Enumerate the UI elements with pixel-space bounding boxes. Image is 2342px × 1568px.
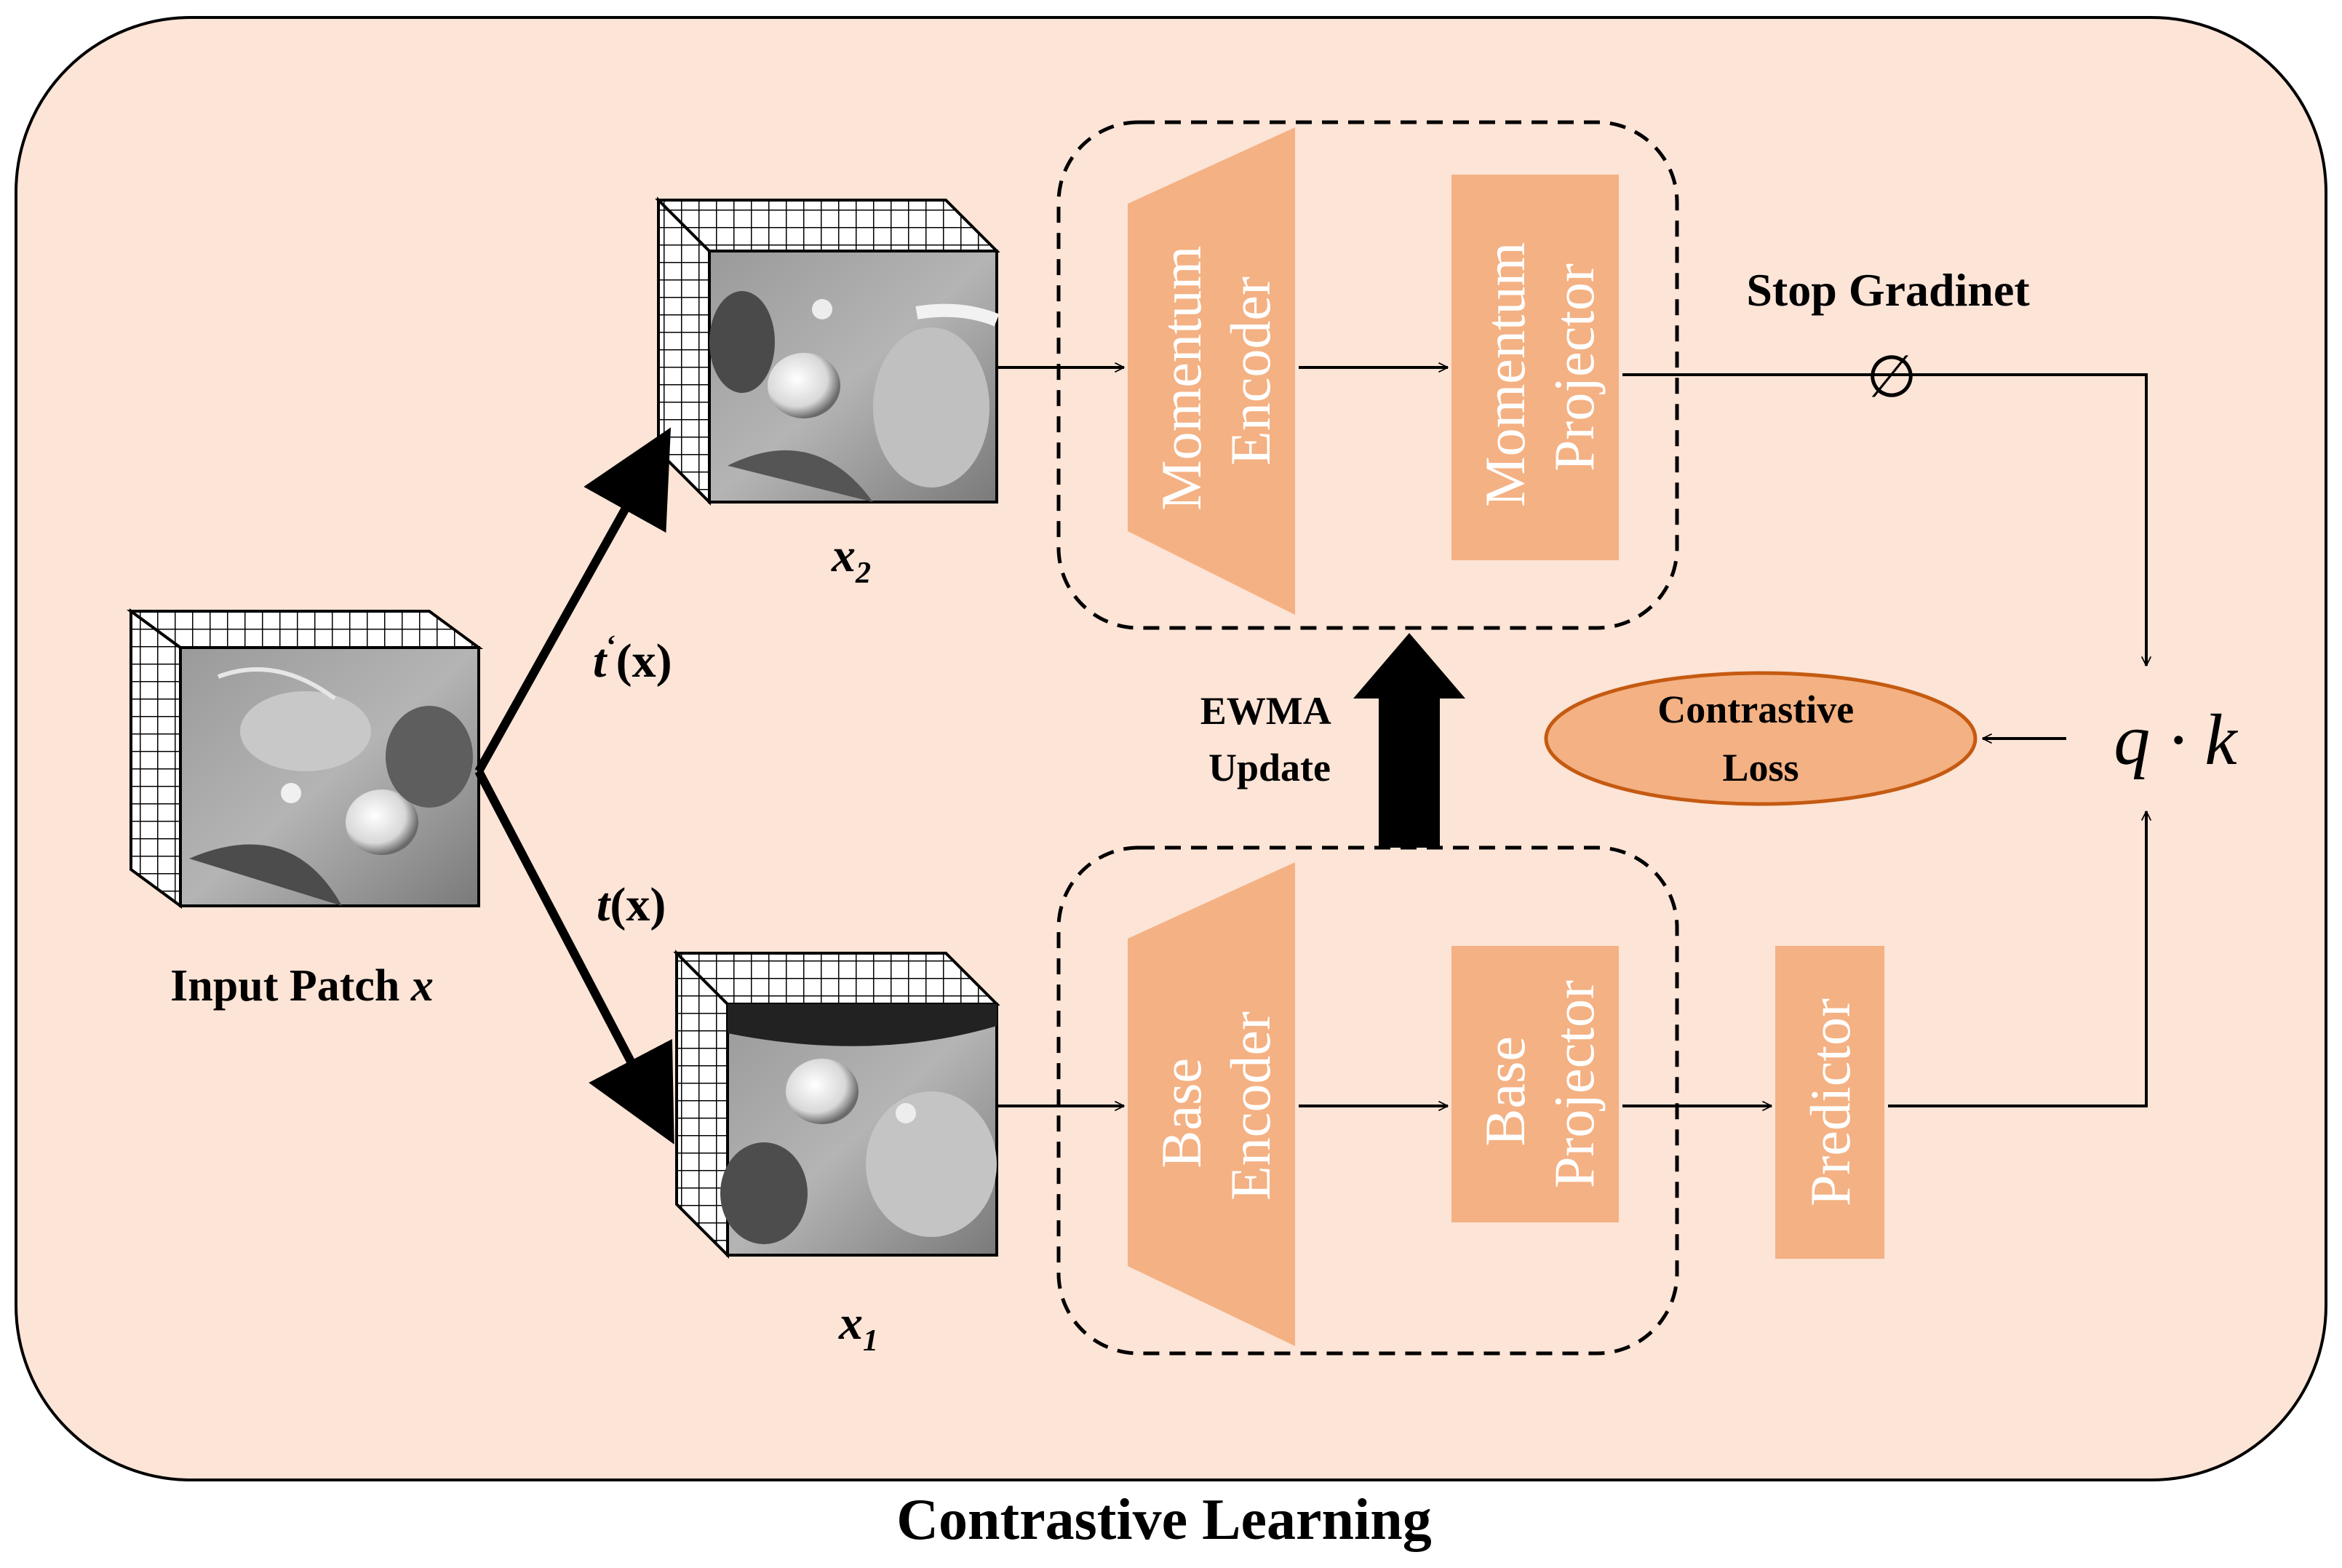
svg-text:Contrastive Loss: Contrastive Loss xyxy=(1657,688,1863,789)
transform-t-prime-label: tʻ(x) xyxy=(593,629,672,688)
momentum-branch-box xyxy=(1056,120,1679,630)
arrow-up-icon xyxy=(474,427,672,773)
view-x2-label: x2 xyxy=(831,529,871,590)
view-x2-volume xyxy=(655,196,1000,506)
momentum-projector: Momentum Projector xyxy=(1451,175,1619,560)
arrow-up-icon xyxy=(1888,811,2146,1107)
svg-text:Momentum Projector: Momentum Projector xyxy=(1473,228,1606,507)
svg-text:Momentum Encoder: Momentum Encoder xyxy=(1150,231,1282,511)
transform-t-label: t(x) xyxy=(597,878,666,931)
base-projector: Base Projector xyxy=(1451,946,1619,1222)
momentum-encoder: Momentum Encoder xyxy=(1128,127,1295,615)
volume-cube-icon xyxy=(179,646,480,907)
volume-cube-icon xyxy=(708,250,1000,504)
svg-text:Predictor: Predictor xyxy=(1799,998,1862,1206)
input-patch-volume xyxy=(126,608,484,909)
base-branch-box xyxy=(1056,845,1679,1356)
base-encoder: Base Encoder xyxy=(1128,862,1295,1346)
similarity-qk-label: q · k xyxy=(2114,699,2238,780)
contrastive-loss: Contrastive Loss xyxy=(1544,671,1977,806)
arrow-down-icon xyxy=(474,769,674,1145)
input-patch-label: Input Patch x xyxy=(170,961,434,1011)
ewma-update-label: EWMA Update xyxy=(1200,689,1339,789)
stop-gradient-label: Stop Gradinet xyxy=(1746,264,2030,316)
arrow-down-icon xyxy=(1622,373,2146,666)
empty-set-icon: ∅ xyxy=(1866,346,1917,410)
diagram-caption: Contrastive Learning xyxy=(896,1488,1432,1552)
ewma-update-arrow xyxy=(1353,633,1465,848)
predictor: Predictor xyxy=(1775,946,1884,1259)
view-x1-volume xyxy=(673,950,1000,1259)
volume-cube-icon xyxy=(720,1003,998,1257)
svg-text:Base Encoder: Base Encoder xyxy=(1150,1011,1282,1201)
view-x1-label: x1 xyxy=(838,1297,878,1358)
svg-text:Base Projector: Base Projector xyxy=(1473,980,1606,1188)
